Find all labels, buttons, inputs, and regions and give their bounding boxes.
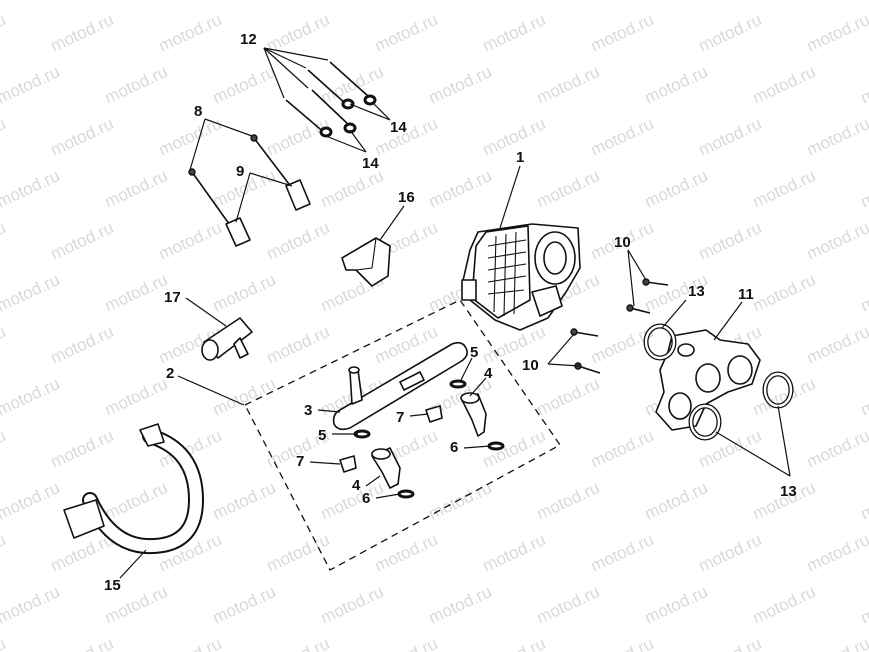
injector-assembly-outline [244, 299, 561, 571]
callout-5b: 5 [318, 427, 326, 444]
callout-7a: 7 [396, 409, 404, 426]
callout-4b: 4 [352, 477, 361, 494]
callout-8: 8 [194, 103, 202, 120]
leader-lines [119, 47, 791, 579]
callout-4a: 4 [484, 365, 493, 382]
callout-10b: 10 [522, 357, 539, 374]
fuel-injectors [371, 392, 487, 489]
watermark-text-181: motod.ru [0, 634, 8, 652]
callout-3: 3 [304, 402, 312, 419]
callout-16: 16 [398, 189, 415, 206]
rods-and-coils [188, 134, 311, 247]
callout-1: 1 [516, 149, 524, 166]
callout-7b: 7 [296, 453, 304, 470]
callout-6b: 6 [362, 490, 370, 507]
callout-11: 11 [738, 286, 754, 303]
callout-5a: 5 [470, 344, 478, 361]
callout-17: 17 [164, 289, 181, 306]
seals-and-clips [339, 379, 505, 499]
callout-13a: 13 [688, 283, 705, 300]
bracket-16 [341, 237, 391, 287]
callout-2: 2 [166, 365, 174, 382]
fuel-hose [63, 423, 204, 555]
bolts-12-and-washers-14 [285, 61, 377, 138]
callout-13b: 13 [780, 483, 797, 500]
callout-14a: 14 [390, 119, 407, 136]
sensor-17 [201, 317, 253, 361]
callout-15: 15 [104, 577, 121, 594]
callout-12: 12 [240, 31, 257, 48]
throttle-body [461, 223, 581, 331]
callout-9: 9 [236, 163, 244, 180]
callout-labels: 1 2 3 4 4 5 5 6 6 7 7 8 9 10 10 11 12 13… [104, 31, 797, 594]
bolts-10 [570, 278, 669, 374]
callout-10a: 10 [614, 234, 631, 251]
fuel-rail [332, 341, 468, 431]
callout-6a: 6 [450, 439, 458, 456]
callout-14b: 14 [362, 155, 379, 172]
